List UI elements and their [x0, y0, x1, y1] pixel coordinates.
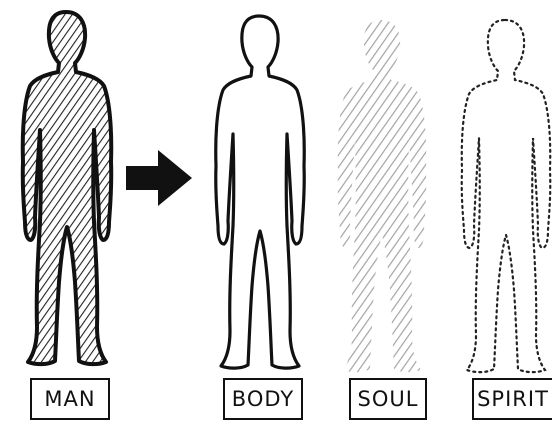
body-figure — [216, 16, 305, 368]
arrow-right-icon — [126, 150, 192, 206]
label-man: MAN — [30, 378, 110, 420]
spirit-figure — [462, 20, 551, 372]
label-spirit: SPIRIT — [472, 378, 552, 420]
label-soul: SOUL — [349, 378, 427, 420]
label-body: BODY — [223, 378, 303, 420]
soul-figure — [338, 20, 427, 372]
man-figure — [23, 12, 112, 364]
